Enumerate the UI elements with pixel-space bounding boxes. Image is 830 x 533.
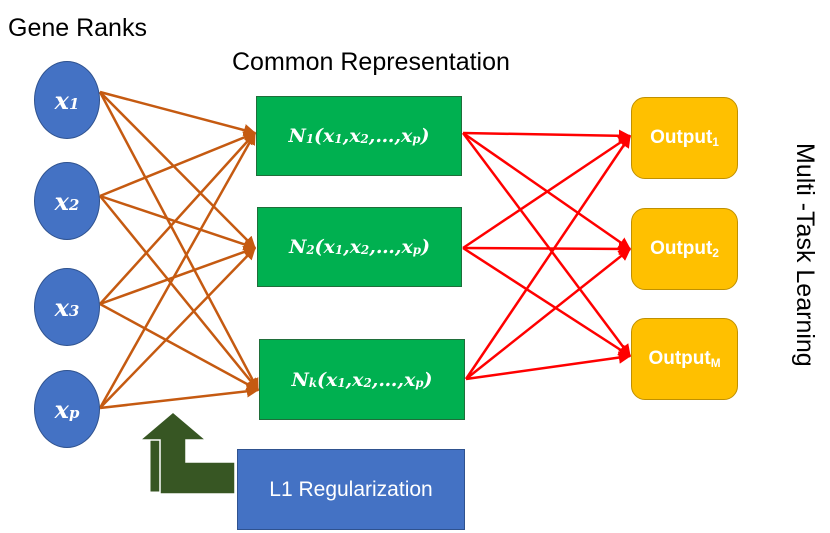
input-var: x [54,394,69,424]
input-var: x [54,292,69,322]
output-edge-2-2 [462,242,632,256]
rep-arg: x [400,125,413,147]
input-edge-2-1 [99,131,257,198]
rep-arg: x [326,368,338,391]
regularization-arrow-shape [137,411,236,495]
rep-ellipsis: … [378,368,398,391]
common-representation-title: Common Representation [232,48,510,76]
input-var: x [54,85,69,115]
input-edge-1-2 [99,91,256,249]
rep-arg-sub: p [412,243,422,258]
rep-arg: x [352,368,364,391]
rep-arg: x [403,368,416,391]
gene-ranks-title: Gene Ranks [8,14,147,42]
rep-sub: 1 [305,132,315,147]
rep-arg: x [349,125,361,147]
input-sub: 1 [68,95,80,114]
rep-arg: x [401,236,413,258]
output-edge-3-3 [465,351,632,381]
rep-fn: N [288,125,306,147]
input-sub: 2 [68,196,80,215]
input-edge-3-2 [99,245,257,306]
output-edge-2-3 [462,246,632,358]
input-edge-1-1 [99,90,257,137]
input-edge-1-3 [98,91,260,392]
rep-arg-sub: p [415,375,424,390]
rep-arg-sub: 1 [337,375,346,390]
output-sub: M [710,356,721,370]
rep-fn: N [291,368,309,391]
rep-fn: N [288,236,307,258]
rep-arg: x [323,236,335,258]
output-sub: 2 [712,246,719,260]
input-sub: 3 [68,302,80,321]
input-var: x [54,186,69,216]
output-edge-3-1 [464,134,632,380]
rep-arg-sub: 2 [360,132,369,147]
rep-arg-sub: 1 [334,132,343,147]
input-edge-4-3 [99,385,260,410]
input-edge-3-1 [99,132,256,305]
rep-sub: 2 [306,243,315,258]
output-label: Output [648,348,711,369]
input-edge-2-2 [99,194,257,251]
multi-task-learning-label: Multi -Task Learning [791,143,819,367]
rep-ellipsis: … [375,125,395,147]
rep-sub: k [308,375,318,390]
output-sub: 1 [712,135,719,149]
input-edge-4-1 [98,131,257,409]
input-edge-4-2 [99,247,256,409]
rep-arg-sub: 2 [361,243,370,258]
output-edge-3-2 [465,248,631,380]
input-edge-3-3 [99,302,260,392]
input-edge-2-3 [99,195,259,391]
l1-regularization-box: L1 Regularization [237,449,465,530]
output-edge-2-1 [462,134,632,250]
rep-arg-sub: p [412,132,421,147]
output-label: Output [650,238,713,259]
rep-arg-sub: 1 [334,243,344,258]
rep-ellipsis: … [375,236,395,258]
rep-arg: x [323,125,335,147]
rep-arg: x [349,236,362,258]
rep-arg-sub: 2 [363,375,372,390]
output-label: Output [650,127,713,148]
output-edge-1-3 [461,132,632,358]
output-edge-1-1 [462,129,632,143]
input-sub: p [68,404,80,423]
